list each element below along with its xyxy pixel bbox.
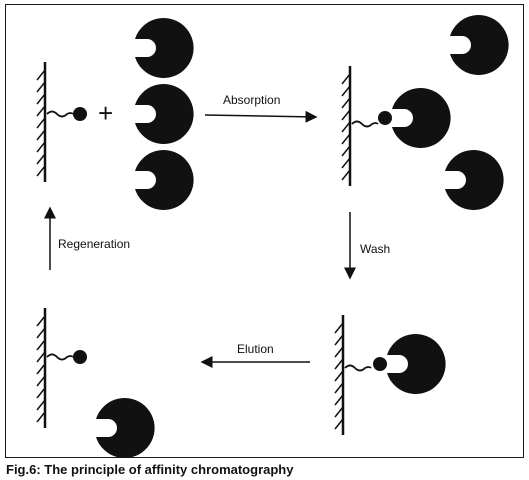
support-bottom-right	[333, 313, 345, 437]
ligand-top-left	[46, 107, 87, 121]
support-top-left	[35, 60, 47, 184]
figure-caption: Fig.6: The principle of affinity chromat…	[6, 462, 294, 477]
support-top-right	[340, 64, 352, 188]
plus-sign: +	[98, 98, 113, 128]
bound-complex-top-right	[351, 88, 451, 148]
bound-complex-bottom-right	[344, 334, 446, 394]
ligand-bottom-left	[46, 350, 87, 364]
protein-top-left-3	[135, 150, 194, 210]
protein-top-right-2	[445, 150, 504, 210]
free-protein-bottom-left	[96, 398, 155, 458]
support-bottom-left	[35, 306, 47, 430]
elution-label: Elution	[237, 342, 274, 356]
absorption-arrow	[204, 110, 318, 123]
protein-top-right-1	[450, 15, 509, 75]
absorption-label: Absorption	[223, 93, 280, 107]
diagram-frame	[5, 4, 524, 458]
regeneration-label: Regeneration	[58, 237, 130, 251]
protein-top-left-2	[135, 84, 194, 144]
protein-top-left-1	[135, 18, 194, 78]
wash-label: Wash	[360, 242, 390, 256]
